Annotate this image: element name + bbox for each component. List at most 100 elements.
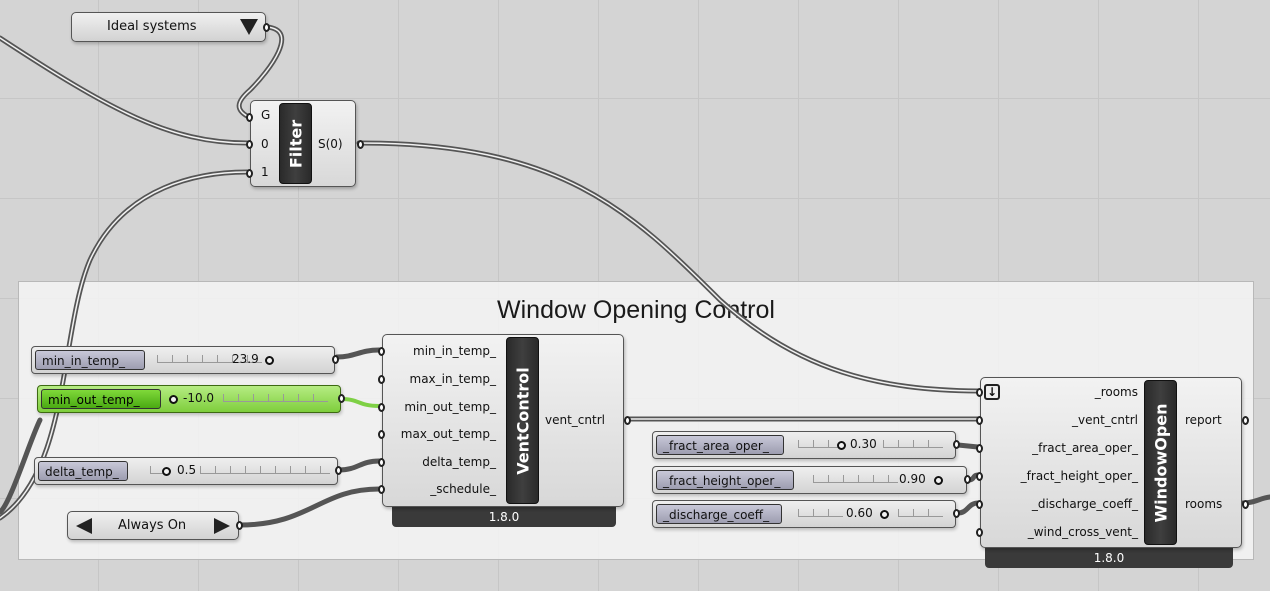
- slider-track-rest: [883, 440, 943, 448]
- output-grip-vent-cntrl[interactable]: [624, 416, 631, 425]
- slider-track: [813, 475, 898, 483]
- slider-name: _fract_area_oper_: [656, 435, 784, 455]
- slider-track: [150, 466, 165, 474]
- slider-track: [798, 509, 843, 517]
- slider-fract-area-oper[interactable]: _fract_area_oper_ 0.30: [652, 431, 960, 459]
- chevron-right-icon[interactable]: [214, 518, 230, 534]
- input-label: _fract_height_oper_: [1020, 469, 1138, 483]
- slider-delta-temp[interactable]: delta_temp_ 0.5: [34, 457, 342, 485]
- input-label-1: 1: [261, 165, 269, 179]
- vent-control-component[interactable]: min_in_temp_ max_in_temp_ min_out_temp_ …: [378, 334, 631, 507]
- slider-knob[interactable]: [265, 356, 274, 365]
- input-grip-min-out-temp[interactable]: [378, 403, 385, 412]
- input-grip-delta-temp[interactable]: [378, 458, 385, 467]
- input-label: _wind_cross_vent_: [1027, 525, 1138, 539]
- wire-left-to-filter-0: [0, 35, 250, 146]
- slider-discharge-coeff[interactable]: _discharge_coeff_ 0.60: [652, 500, 960, 528]
- vent-control-version: 1.8.0: [392, 507, 616, 527]
- slider-fract-height-oper[interactable]: _fract_height_oper_ 0.90: [652, 466, 971, 494]
- window-open-component[interactable]: ↓ _rooms _vent_cntrl _fract_area_oper_ _…: [976, 377, 1249, 548]
- wire-active-min-out: [339, 397, 381, 408]
- input-label: _fract_area_oper_: [1032, 441, 1138, 455]
- input-label: max_in_temp_: [409, 372, 496, 386]
- input-grip-vent-cntrl[interactable]: [976, 416, 983, 425]
- input-label: min_out_temp_: [404, 400, 496, 414]
- slider-knob[interactable]: [934, 476, 943, 485]
- slider-track: [223, 394, 328, 402]
- input-grip-g[interactable]: [246, 113, 253, 122]
- input-grip-fract-height[interactable]: [976, 472, 983, 481]
- slider-value: 0.60: [846, 506, 873, 520]
- output-grip-s0[interactable]: [357, 140, 364, 149]
- output-grip-report[interactable]: [1242, 416, 1249, 425]
- input-grip-discharge[interactable]: [976, 500, 983, 509]
- slider-value: -10.0: [183, 391, 215, 405]
- value-list-ideal-systems[interactable]: Ideal systems: [71, 12, 270, 42]
- slider-knob[interactable]: [837, 441, 846, 450]
- output-grip-rooms[interactable]: [1242, 500, 1249, 509]
- slider-knob[interactable]: [880, 510, 889, 519]
- download-arrow-icon[interactable]: ↓: [984, 384, 1000, 400]
- wire-left-bottom: [0, 417, 43, 515]
- slider-name: min_in_temp_: [35, 350, 145, 370]
- slider-value: 0.90: [899, 472, 926, 486]
- vent-control-name-bar: VentControl: [506, 337, 539, 504]
- slider-value: 0.5: [177, 463, 197, 477]
- slider-knob[interactable]: [162, 467, 171, 476]
- output-label-report: report: [1185, 413, 1222, 427]
- input-grip-max-out-temp[interactable]: [378, 430, 385, 439]
- slider-min-in-temp[interactable]: min_in_temp_ 23.9: [31, 346, 339, 374]
- input-label: min_in_temp_: [413, 344, 496, 358]
- slider-name: _fract_height_oper_: [656, 470, 794, 490]
- window-open-name: WindowOpen: [1151, 402, 1170, 523]
- input-label: max_out_temp_: [400, 427, 496, 441]
- input-grip-schedule[interactable]: [378, 485, 385, 494]
- schedule-label: Always On: [118, 518, 187, 533]
- input-label: _discharge_coeff_: [1031, 497, 1138, 511]
- input-label-0: 0: [261, 137, 269, 151]
- value-list-label: Ideal systems: [107, 19, 197, 34]
- chevron-left-icon[interactable]: [76, 518, 92, 534]
- output-label-rooms: rooms: [1185, 497, 1223, 511]
- filter-component[interactable]: G 0 1 Filter S(0): [246, 100, 364, 187]
- output-grip[interactable]: [964, 475, 971, 484]
- chevron-down-icon[interactable]: [240, 19, 258, 35]
- input-label: _schedule_: [430, 482, 496, 496]
- input-label-g: G: [261, 108, 271, 122]
- wire-delta-to-input: [336, 458, 382, 473]
- wire-discharge-to-input: [955, 500, 981, 516]
- vent-control-name: VentControl: [513, 366, 532, 475]
- wire-area-to-input: [955, 442, 981, 450]
- output-grip[interactable]: [332, 355, 339, 364]
- input-grip-1[interactable]: [246, 169, 253, 178]
- schedule-value-list[interactable]: Always On: [67, 511, 243, 540]
- output-grip[interactable]: [338, 394, 345, 403]
- output-grip[interactable]: [236, 521, 243, 530]
- window-open-name-bar: WindowOpen: [1144, 380, 1177, 545]
- output-grip[interactable]: [953, 440, 960, 449]
- slider-value: 23.9: [232, 352, 259, 366]
- slider-name: _discharge_coeff_: [656, 504, 782, 524]
- input-grip-min-in-temp[interactable]: [378, 347, 385, 356]
- input-grip-wind-cross[interactable]: [976, 528, 983, 537]
- filter-name: Filter: [286, 119, 305, 168]
- slider-knob[interactable]: [169, 395, 178, 404]
- slider-track-rest: [898, 509, 943, 517]
- input-grip-rooms[interactable]: [976, 388, 983, 397]
- slider-track: [157, 355, 262, 363]
- input-grip-max-in-temp[interactable]: [378, 375, 385, 384]
- window-open-version: 1.8.0: [985, 548, 1233, 568]
- output-grip[interactable]: [263, 23, 270, 32]
- slider-track: [798, 440, 838, 448]
- input-label: _vent_cntrl: [1072, 413, 1138, 427]
- output-grip[interactable]: [335, 466, 342, 475]
- input-grip-0[interactable]: [246, 140, 253, 149]
- slider-min-out-temp[interactable]: min_out_temp_ -10.0: [37, 385, 345, 413]
- filter-name-bar: Filter: [279, 103, 312, 184]
- output-grip[interactable]: [953, 509, 960, 518]
- input-label: _rooms: [1094, 385, 1138, 399]
- output-label-s0: S(0): [318, 137, 343, 151]
- wire-slider-to-min-in: [334, 347, 382, 360]
- input-grip-fract-area[interactable]: [976, 444, 983, 453]
- slider-track-rest: [200, 466, 330, 474]
